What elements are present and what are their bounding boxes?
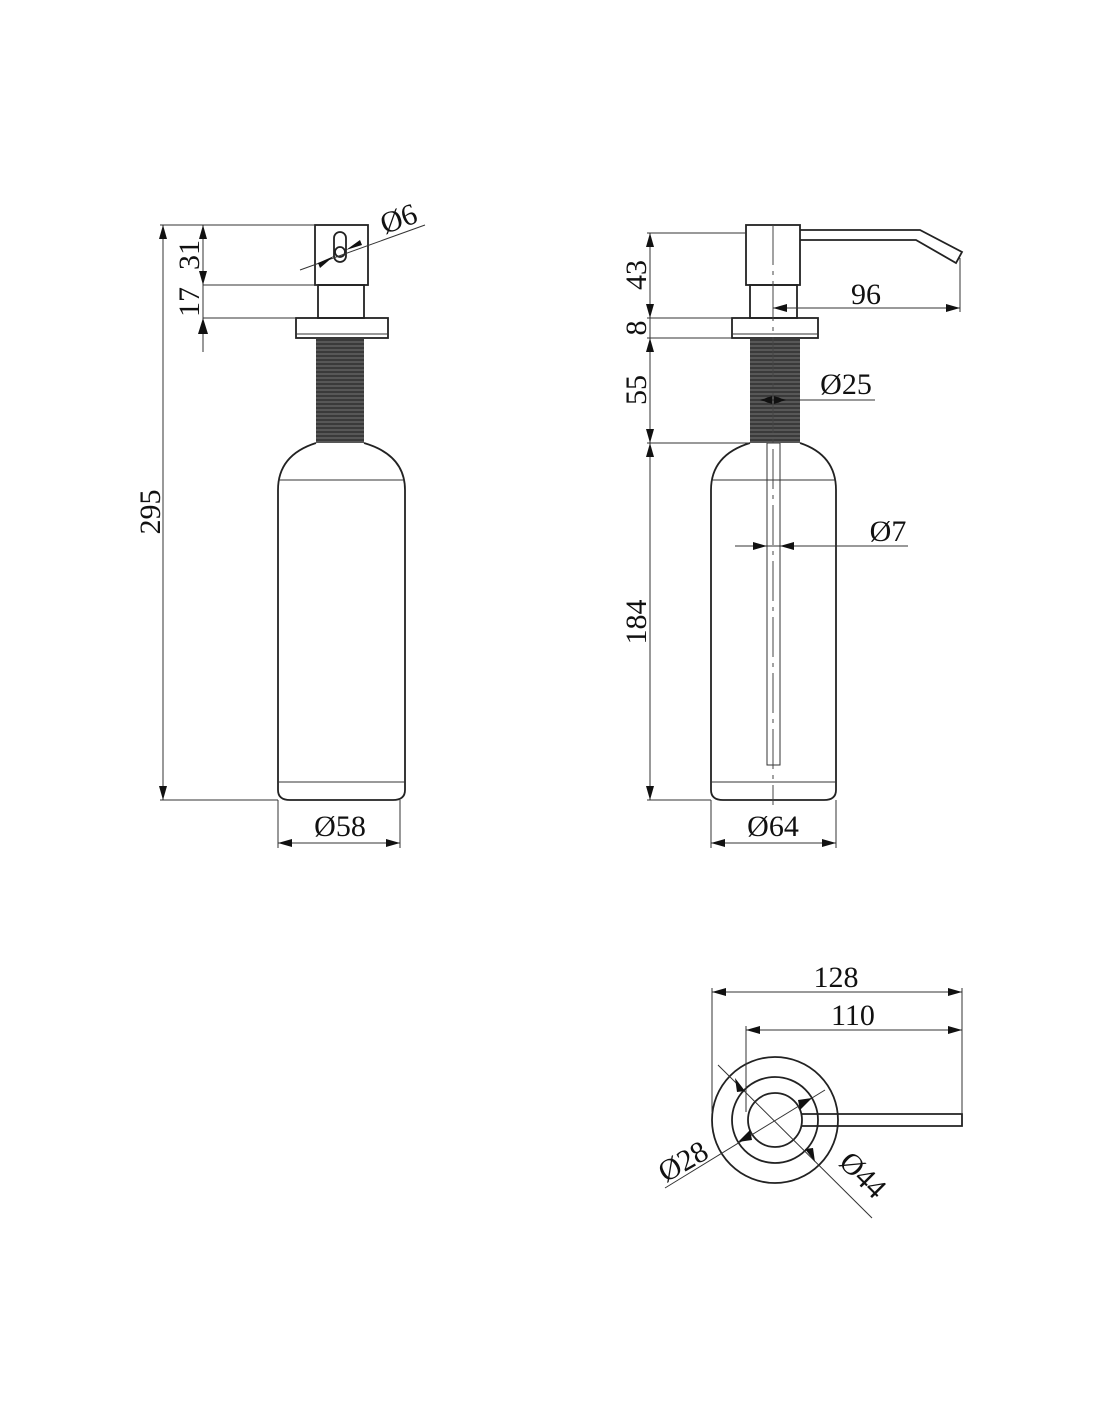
bottle	[277, 442, 406, 801]
dim-8: 8	[620, 321, 653, 336]
dim-thread-diameter: Ø25	[820, 368, 872, 401]
dim-31: 31	[173, 240, 206, 270]
spout	[800, 229, 964, 265]
inner-circle	[747, 1092, 803, 1148]
dim-tube-diameter: Ø7	[870, 515, 907, 548]
pump-neck	[317, 284, 365, 319]
flange	[731, 317, 819, 339]
top-view: 128 110 Ø28 Ø44	[653, 961, 963, 1219]
dim-184: 184	[620, 600, 653, 645]
flange	[295, 317, 389, 339]
front-view: 295 31 17 Ø6 Ø58	[134, 197, 426, 848]
spout	[801, 1113, 963, 1127]
dip-tube	[766, 442, 781, 766]
nozzle-slot	[333, 231, 347, 263]
flange-circle	[711, 1056, 839, 1184]
dim-flange-diameter: Ø44	[833, 1145, 893, 1205]
nozzle-hole	[334, 246, 346, 258]
head-circle	[731, 1076, 819, 1164]
dim-64: Ø64	[747, 810, 799, 843]
dim-110: 110	[831, 999, 875, 1032]
dim-nozzle-diameter: Ø6	[376, 197, 422, 241]
dim-96: 96	[851, 278, 881, 311]
dim-head-diameter: Ø28	[653, 1135, 714, 1189]
dim-128: 128	[814, 961, 859, 994]
dim-295: 295	[134, 490, 167, 535]
dim-58: Ø58	[314, 810, 366, 843]
dim-43: 43	[620, 260, 653, 290]
side-view: 43 8 55 184 96 Ø25 Ø7 Ø64	[620, 224, 964, 848]
thread	[750, 338, 800, 443]
thread	[316, 338, 364, 443]
dim-17: 17	[173, 287, 206, 317]
dim-55: 55	[620, 375, 653, 405]
